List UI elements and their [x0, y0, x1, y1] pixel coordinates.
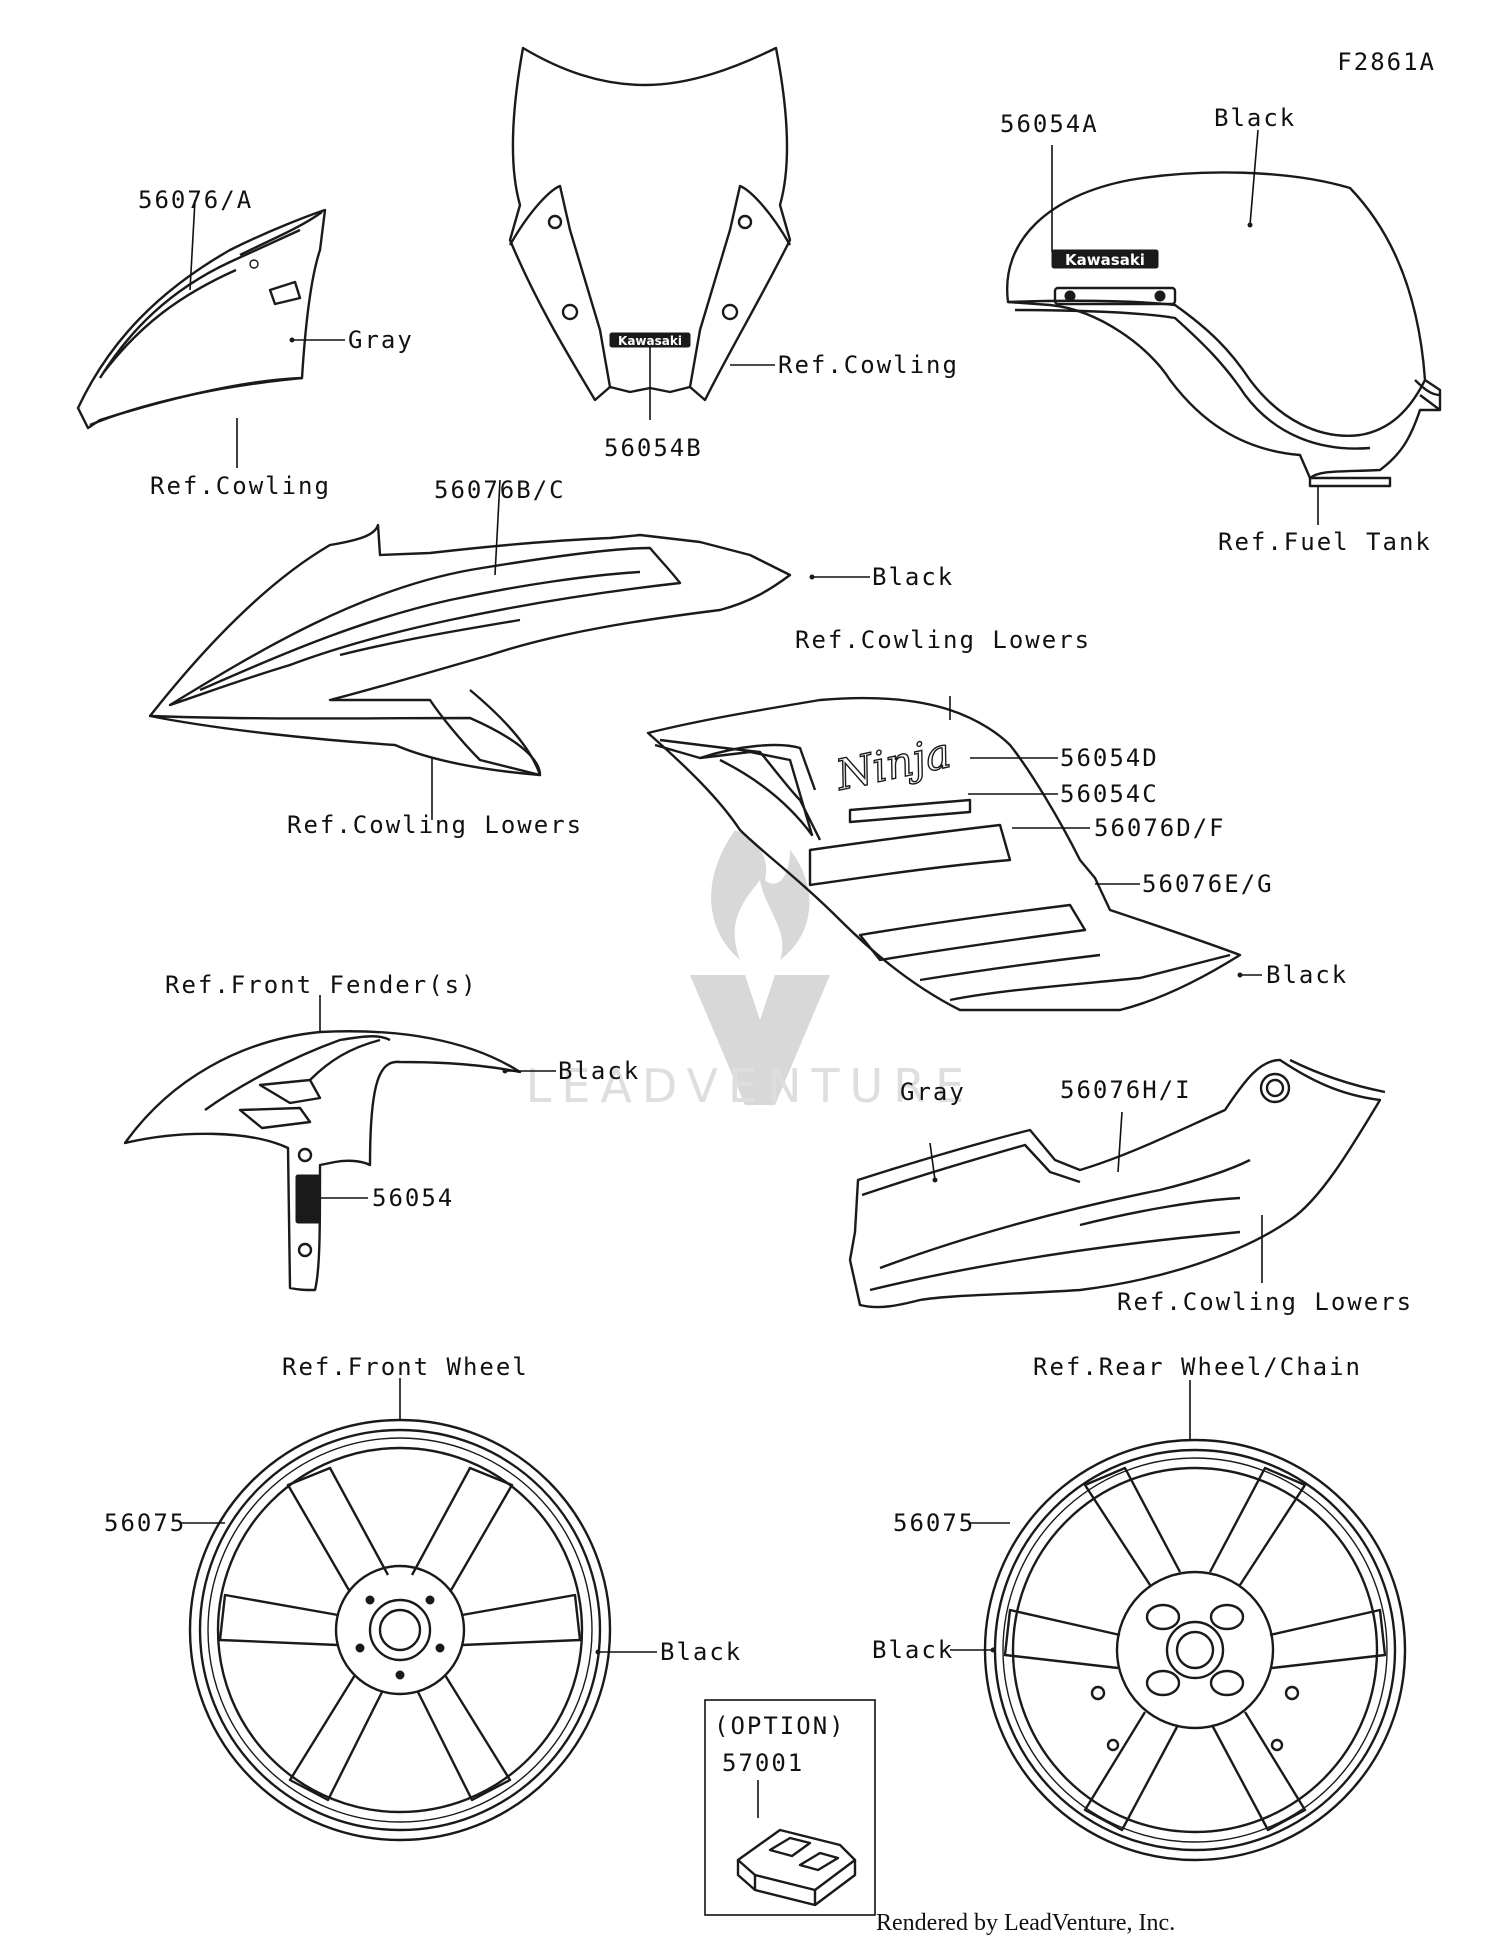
label-56054b: 56054B	[604, 434, 703, 462]
decal-kawasaki-windscreen: Kawasaki	[618, 334, 682, 348]
label-56054c: 56054C	[1060, 780, 1159, 808]
watermark-flame-icon	[711, 830, 810, 960]
belly-cowl	[848, 1058, 1386, 1309]
label-refrearwheel: Ref.Rear Wheel/Chain	[1033, 1353, 1362, 1381]
rear-wheel-spokes	[1003, 1466, 1387, 1832]
decal-ninja: Ninja	[831, 728, 955, 800]
front-wheel-spokes	[218, 1466, 582, 1802]
watermark: LEADVENTURE	[526, 830, 975, 1113]
label-refcowling2: Ref.Cowling	[778, 351, 959, 379]
label-black-fender: Black	[558, 1057, 640, 1085]
option-box: (OPTION) 57001	[704, 1699, 876, 1916]
leader-56076a	[189, 199, 196, 291]
label-black-side: Black	[872, 563, 954, 591]
leader-56076hi	[1117, 1111, 1123, 1173]
diagram-id: F2861A	[1337, 48, 1436, 76]
label-gray2: Gray	[900, 1078, 966, 1106]
watermark-v-icon	[690, 975, 830, 1105]
label-black-lower: Black	[1266, 961, 1348, 989]
label-56075b: 56075	[893, 1509, 975, 1537]
front-fender	[123, 1030, 522, 1292]
label-56054a: 56054A	[1000, 110, 1099, 138]
side-cowl	[148, 523, 792, 777]
label-56076eg: 56076E/G	[1142, 870, 1274, 898]
label-56076bc: 56076B/C	[434, 476, 566, 504]
watermark-text: LEADVENTURE	[526, 1059, 975, 1113]
label-reffrontfender: Ref.Front Fender(s)	[165, 971, 478, 999]
option-part-57001	[736, 1828, 857, 1907]
label-reffueltank: Ref.Fuel Tank	[1218, 528, 1432, 556]
label-gray1: Gray	[348, 326, 414, 354]
label-refcowlinglowers1: Ref.Cowling Lowers	[287, 811, 583, 839]
front-wheel	[188, 1418, 612, 1842]
label-reffrontwheel: Ref.Front Wheel	[282, 1353, 529, 1381]
footer-rendered-by: Rendered by LeadVenture, Inc.	[876, 1910, 1175, 1936]
label-56054d: 56054D	[1060, 744, 1159, 772]
label-57001: 57001	[722, 1749, 804, 1777]
fuel-tank: Kawasaki	[1005, 171, 1442, 488]
leader-56076bc	[494, 479, 501, 576]
label-black-rw: Black	[872, 1636, 954, 1664]
windscreen: Kawasaki	[508, 46, 792, 402]
label-option: (OPTION)	[714, 1712, 846, 1740]
label-refcowling1: Ref.Cowling	[150, 472, 331, 500]
label-black-fw: Black	[660, 1638, 742, 1666]
label-56075a: 56075	[104, 1509, 186, 1537]
rear-wheel	[983, 1438, 1407, 1862]
decal-kawasaki-tank: Kawasaki	[1065, 251, 1145, 269]
leader-black-tank	[1249, 129, 1259, 226]
label-56076df: 56076D/F	[1094, 814, 1226, 842]
label-black-tank: Black	[1214, 104, 1296, 132]
label-refcowlinglowers3: Ref.Cowling Lowers	[1117, 1288, 1413, 1316]
label-refcowlinglowers2: Ref.Cowling Lowers	[795, 626, 1091, 654]
leader-gray2	[929, 1142, 936, 1181]
label-56054: 56054	[372, 1184, 454, 1212]
label-56076hi: 56076H/I	[1060, 1076, 1192, 1104]
upper-cowl-left	[76, 208, 327, 430]
label-56076a: 56076/A	[138, 186, 253, 214]
